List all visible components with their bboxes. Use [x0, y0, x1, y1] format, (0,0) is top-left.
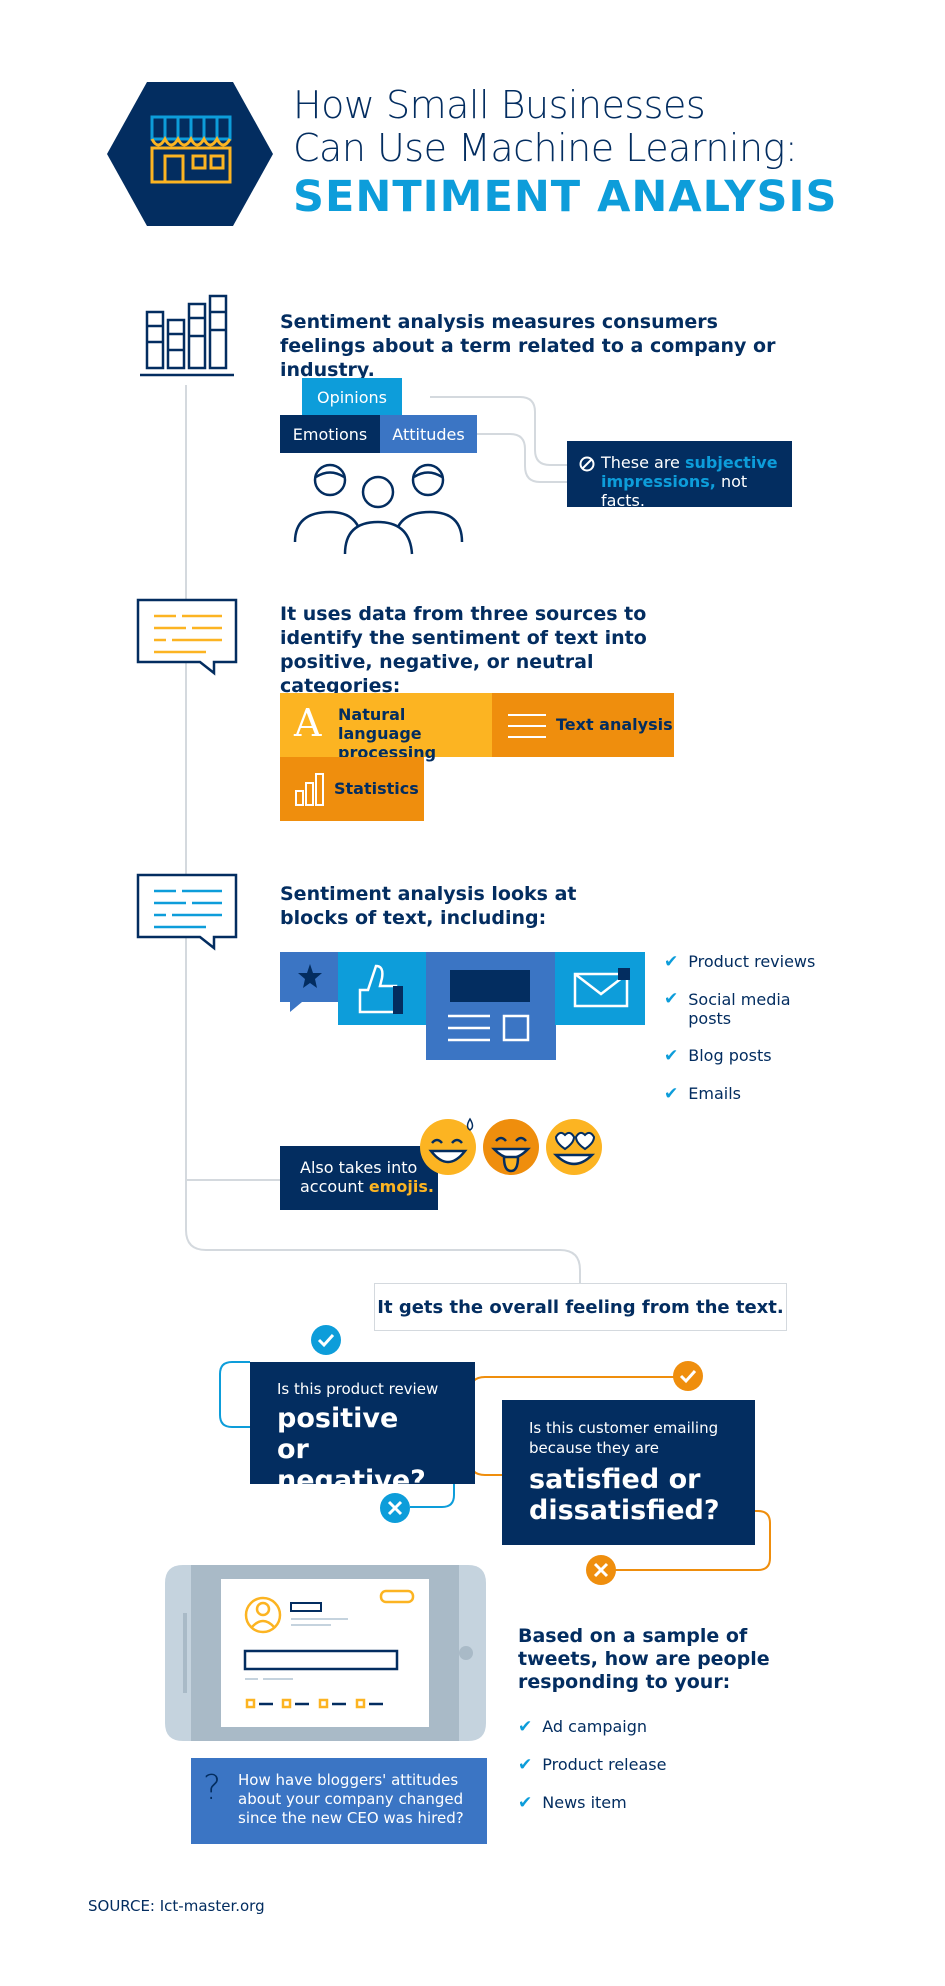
grin-sweat-emoji-icon: [420, 1117, 476, 1175]
tag-emotions: Emotions: [280, 415, 380, 453]
tablet-illustration: [165, 1565, 486, 1741]
section2-lead: It uses data from three sources to ident…: [280, 603, 647, 697]
check-icon: ✔: [664, 1084, 679, 1104]
question-review-small: Is this product review: [277, 1380, 439, 1398]
note-accent: subjective impressions,: [601, 453, 778, 491]
profile-avatar-icon: [244, 1596, 282, 1634]
statistics-icon: [295, 773, 324, 806]
source-stats-label: Statistics: [334, 779, 419, 798]
content-types-graphic: [280, 952, 645, 1060]
tongue-emoji-icon: [483, 1119, 539, 1175]
text-lines-icon: [508, 714, 546, 738]
email-icon: [555, 952, 645, 1025]
source-stats-tile: Statistics: [280, 757, 424, 821]
heart-eyes-emoji-icon: [546, 1119, 602, 1175]
source-citation: SOURCE: Ict-master.org: [88, 1897, 265, 1915]
people-group-icon: [293, 463, 464, 555]
list-item: ✔Social media posts: [664, 989, 791, 1029]
tag-opinions: Opinions: [302, 378, 402, 416]
bar-chart-icon: [140, 294, 234, 377]
question-review-big: positive or negative?: [277, 1403, 426, 1496]
check-icon: ✔: [518, 1793, 533, 1813]
question-review-box: Is this product review positive or negat…: [250, 1362, 475, 1496]
letter-a-icon: A: [294, 701, 322, 745]
chat-bubble-icon-2: [136, 873, 238, 951]
check-circle-orange-icon: [673, 1361, 703, 1391]
chat-bubble-icon: [136, 598, 238, 676]
question-email-small: Is this customer emailing because they a…: [529, 1419, 719, 1457]
section1-lead: Sentiment analysis measures consumers fe…: [280, 311, 776, 381]
response-list: ✔Ad campaign ✔Product release ✔News item: [518, 1717, 718, 1813]
x-circle-orange-icon: [586, 1555, 616, 1585]
title-line2: Can Use Machine Learning:: [293, 126, 798, 170]
note-suffix: not facts.: [601, 472, 748, 510]
check-icon: ✔: [664, 1046, 679, 1066]
prohibited-icon: [579, 456, 595, 472]
question-email-big: satisfied or dissatisfied?: [529, 1464, 720, 1526]
list-item: ✔Blog posts: [664, 1046, 772, 1066]
timeline-connector: [185, 385, 581, 1283]
section3-lead: Sentiment analysis looks at blocks of te…: [280, 883, 577, 929]
title-accent: SENTIMENT ANALYSIS: [293, 172, 838, 222]
blogger-question-box: ? How have bloggers' attitudes about you…: [191, 1758, 487, 1844]
overall-feeling-box: It gets the overall feeling from the tex…: [374, 1283, 787, 1331]
list-item: ✔Product reviews: [664, 952, 816, 972]
note-prefix: These are: [601, 453, 685, 472]
check-circle-icon: [311, 1325, 341, 1355]
check-icon: ✔: [518, 1755, 533, 1775]
question-mark-icon: ?: [203, 1768, 222, 1808]
content-types-list: ✔Product reviews ✔Social media posts ✔Bl…: [664, 952, 864, 1104]
source-text-tile: Text analysis: [492, 693, 674, 757]
check-icon: ✔: [664, 952, 679, 972]
list-item: ✔News item: [518, 1793, 627, 1813]
emoji-note: Also takes into account emojis.: [280, 1146, 438, 1210]
blogger-question-text: How have bloggers' attitudes about your …: [238, 1771, 464, 1827]
tag-attitudes: Attitudes: [380, 415, 477, 453]
source-nlp-tile: A Natural language processing: [280, 693, 492, 762]
list-item: ✔Ad campaign: [518, 1717, 648, 1737]
section5-lead: Based on a sample of tweets, how are peo…: [518, 1625, 770, 1693]
emoji-note-accent: emojis.: [368, 1177, 434, 1196]
source-text-label: Text analysis: [556, 715, 673, 734]
emoji-note-prefix: Also takes into account: [300, 1158, 418, 1196]
source-nlp-label: Natural language processing: [338, 705, 437, 762]
title-line1: How Small Businesses: [293, 83, 706, 127]
check-icon: ✔: [664, 989, 679, 1009]
question-email-box: Is this customer emailing because they a…: [502, 1400, 755, 1545]
storefront-hexagon-icon: [107, 82, 273, 226]
emoji-faces: [420, 1117, 602, 1175]
subjective-note: These are subjective impressions, not fa…: [567, 441, 792, 510]
list-item: ✔Emails: [664, 1084, 741, 1104]
blog-post-icon: [426, 952, 556, 1060]
list-item: ✔Product release: [518, 1755, 667, 1775]
thumbs-up-icon: [338, 952, 428, 1025]
check-icon: ✔: [518, 1717, 533, 1737]
x-circle-icon: [380, 1493, 410, 1523]
